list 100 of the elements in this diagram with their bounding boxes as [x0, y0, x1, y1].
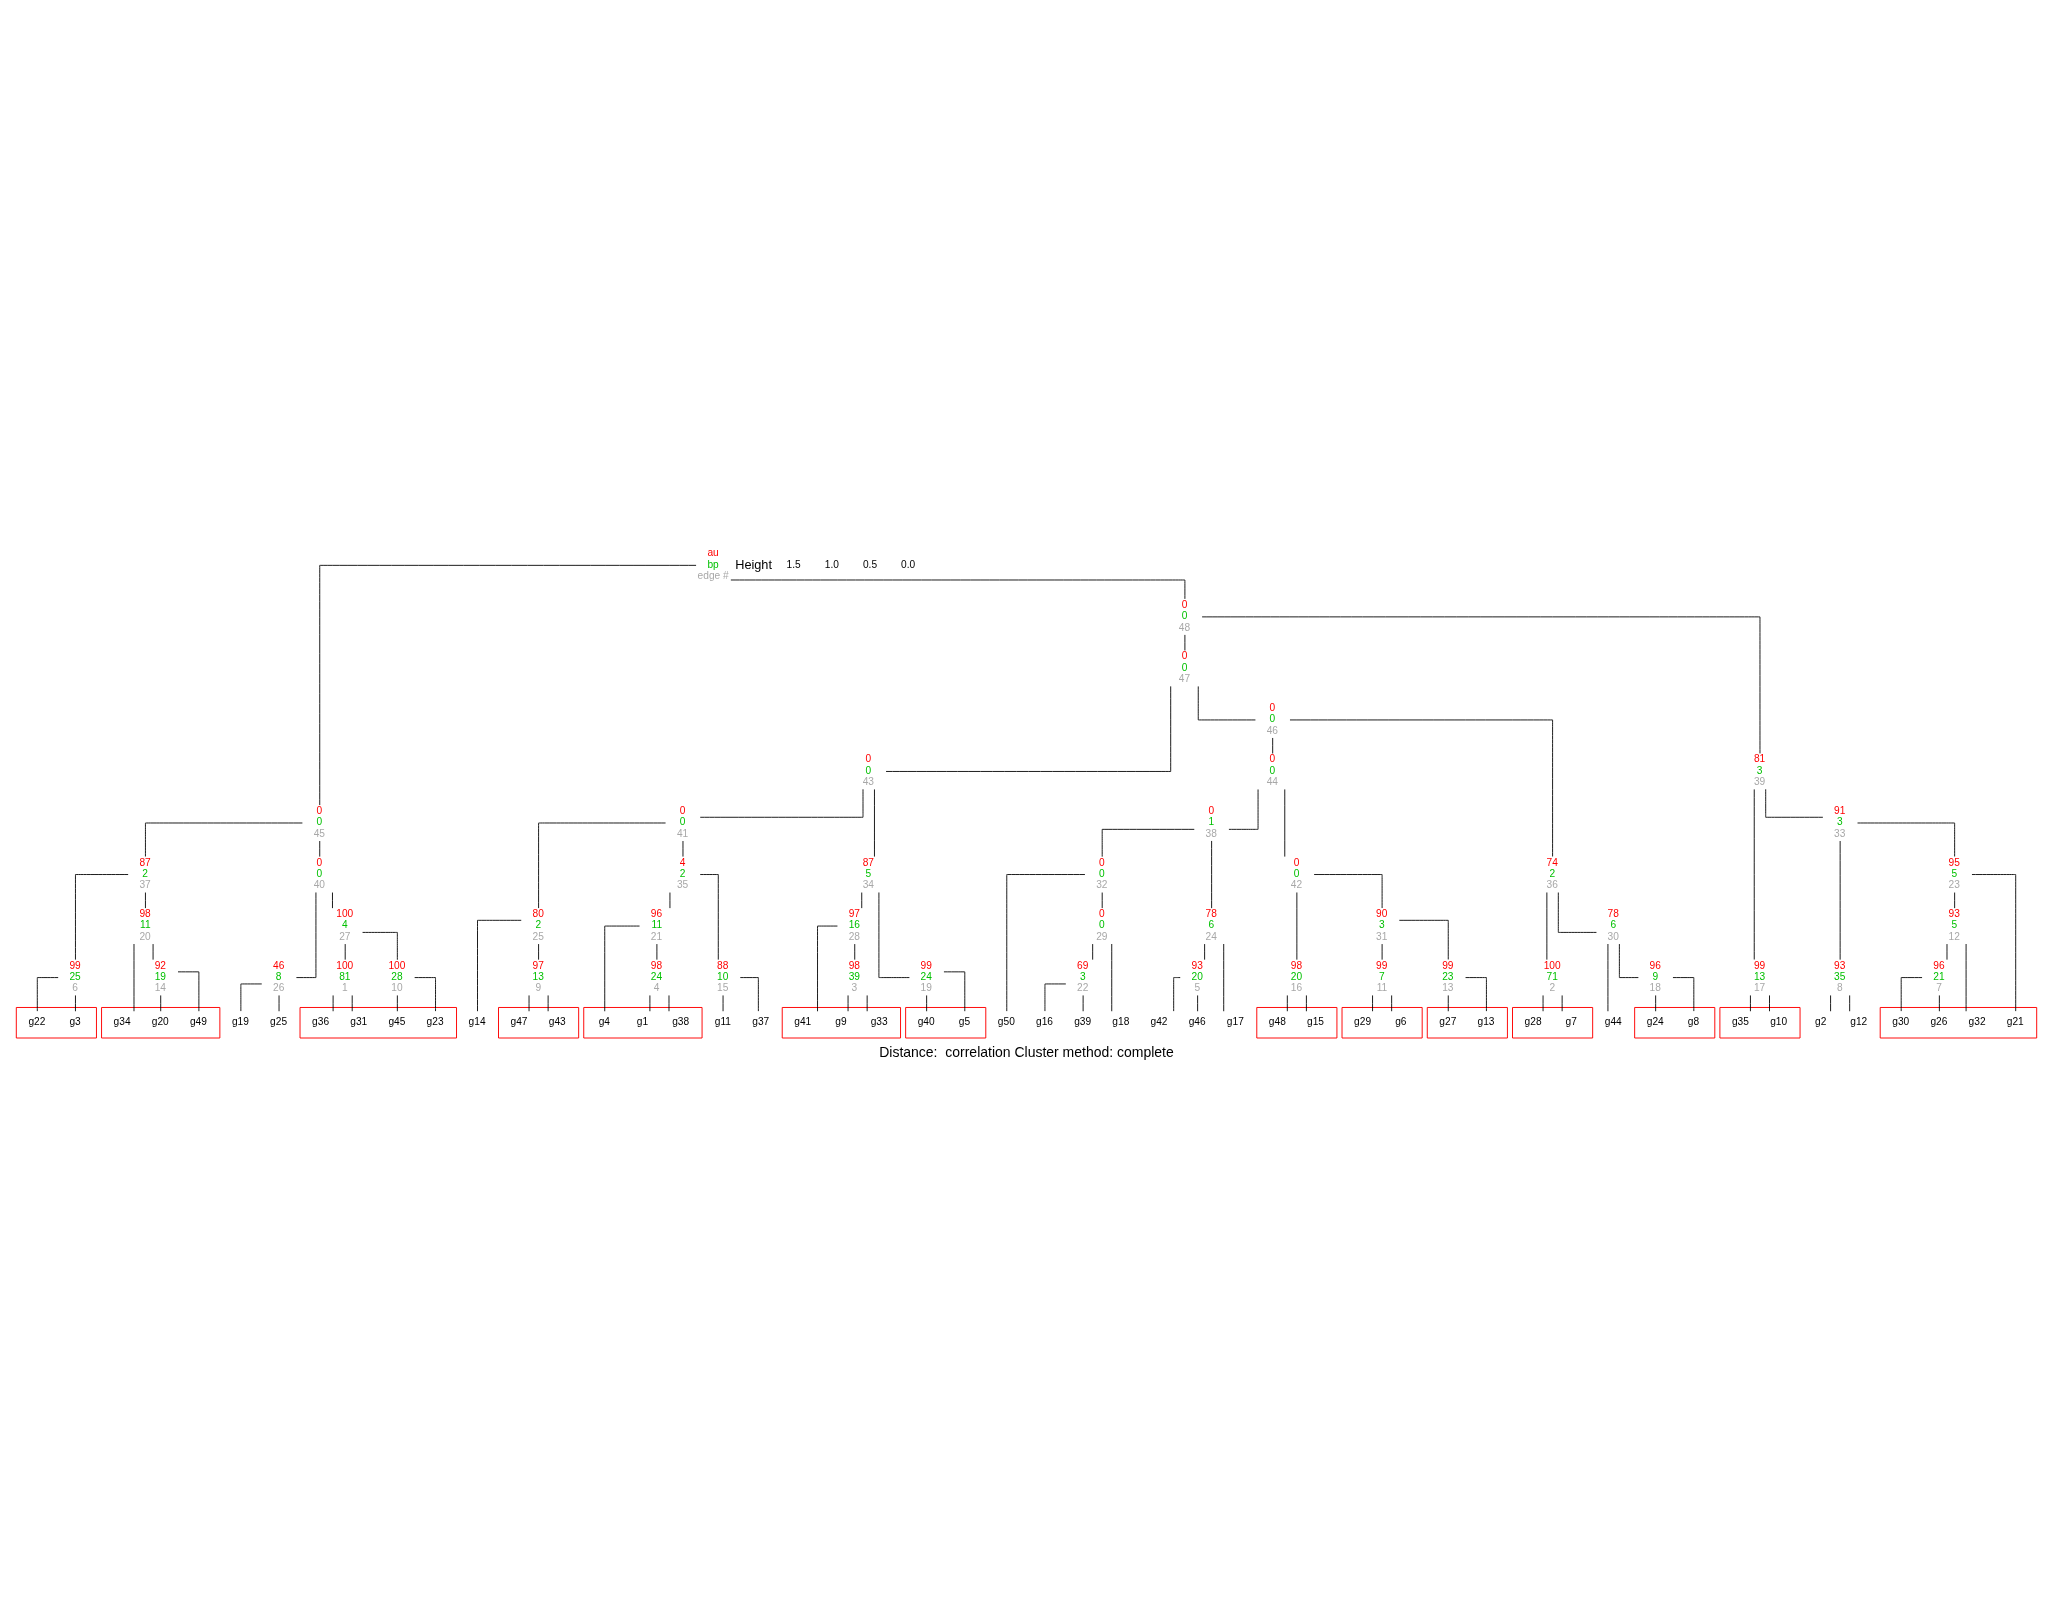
node-text: g26: [1930, 1016, 1948, 1028]
node-text: g22: [28, 1016, 46, 1028]
connector: [817, 925, 838, 1012]
node-text: 81 3 39: [1753, 753, 1766, 788]
connector: [1618, 943, 1639, 979]
node-text: g20: [151, 1016, 169, 1028]
node-text: g8: [1687, 1016, 1700, 1028]
node-text: g12: [1850, 1016, 1868, 1028]
node-text: 93 5 12: [1948, 908, 1960, 942]
cluster: [101, 1007, 221, 1039]
cluster: [1634, 1007, 1716, 1039]
connector: [477, 919, 522, 1012]
node-text: 95 5 23: [1948, 856, 1960, 891]
label: 1.5: [786, 558, 801, 570]
connector: [160, 995, 162, 1012]
node-text: 78 6 24: [1205, 908, 1217, 942]
node-text: 0 0 40: [313, 856, 325, 891]
node-text: g23: [426, 1016, 444, 1028]
connector: [861, 892, 863, 909]
connector: [1101, 828, 1195, 858]
label: Height: [735, 556, 772, 572]
cluster: [498, 1007, 580, 1039]
connector: [75, 995, 76, 1012]
node-text: 99 13 17: [1753, 959, 1766, 994]
node-text: 69 3 22: [1077, 959, 1089, 994]
connector: [1672, 977, 1695, 1012]
node-text: 87 2 37: [139, 856, 151, 891]
node-text: 99 24 19: [920, 959, 932, 994]
connector: [604, 925, 640, 1012]
cluster: [1512, 1007, 1594, 1039]
node-text: 74 2 36: [1546, 856, 1558, 891]
cluster: [1426, 1007, 1508, 1039]
connector: [538, 822, 666, 909]
node-text: g18: [1112, 1016, 1130, 1028]
connector: [1289, 719, 1554, 857]
node-text: 98 24 4: [650, 959, 663, 994]
node-text: 96 11 21: [650, 908, 663, 942]
node-text: 46 8 26: [272, 959, 285, 994]
connector: [1769, 995, 1770, 1012]
node-text: 93 20 5: [1191, 959, 1203, 994]
connector: [1765, 788, 1824, 818]
node-text: g30: [1892, 1016, 1910, 1028]
connector: [699, 788, 864, 818]
node-text: g31: [350, 1016, 368, 1028]
node-text: 0 0 42: [1290, 856, 1303, 891]
node-text: g42: [1150, 1016, 1168, 1028]
node-text: 100 81 1: [336, 959, 354, 994]
connector: [1750, 995, 1751, 1012]
connector: [319, 840, 321, 858]
connector: [878, 892, 910, 979]
node-text: 90 3 31: [1376, 908, 1388, 942]
node-text: g37: [752, 1016, 770, 1028]
connector: [396, 995, 398, 1012]
node-text: 0 0 43: [862, 753, 874, 788]
cluster: [905, 1007, 987, 1039]
connector: [854, 943, 856, 961]
node-text: g10: [1770, 1016, 1788, 1028]
connector: [1830, 995, 1832, 1012]
connector: [1857, 822, 1956, 857]
node-text: 88 10 15: [717, 959, 729, 994]
connector: [1197, 686, 1256, 721]
node-text: 0 0 41: [676, 804, 689, 839]
node-text: 99 23 13: [1442, 959, 1454, 994]
node-text: 99 7 11: [1376, 959, 1388, 994]
node-text: g4: [598, 1016, 610, 1028]
node-text: g47: [510, 1016, 528, 1028]
node-text: g9: [835, 1016, 847, 1028]
connector: [1228, 789, 1259, 830]
node-text: g2: [1815, 1016, 1827, 1028]
connector: [75, 874, 129, 961]
node-text: 92 19 14: [154, 959, 166, 994]
connector: [730, 579, 1186, 600]
node-text: 0 0 29: [1096, 908, 1108, 942]
node-text: g3: [69, 1016, 81, 1028]
node-text: 100 4 27: [336, 908, 354, 942]
node-text: g7: [1565, 1016, 1577, 1028]
cluster: [1879, 1007, 2038, 1039]
node-text: g25: [270, 1016, 288, 1028]
connector: [36, 977, 59, 1012]
node-text: g49: [189, 1016, 207, 1028]
label: 0.5: [862, 558, 878, 570]
connector: [362, 931, 398, 961]
node-text: 0 0 45: [313, 804, 325, 839]
node-text: g40: [917, 1016, 935, 1028]
node-text: g24: [1646, 1016, 1664, 1028]
node-text: 78 6 30: [1607, 908, 1619, 942]
node-text: 98 39 3: [848, 959, 860, 994]
connector: [414, 977, 436, 1012]
connector: [1313, 874, 1383, 909]
node-text: g16: [1036, 1016, 1053, 1028]
connector: [538, 943, 540, 961]
node-text: g14: [468, 1016, 486, 1028]
connector: [1900, 977, 1923, 1012]
connector: [1092, 943, 1094, 961]
connector: [1971, 874, 2017, 1012]
connector: [319, 564, 697, 806]
connector: [739, 977, 759, 1012]
connector: [874, 788, 875, 858]
node-text: g32: [1968, 1016, 1986, 1028]
node-text: g13: [1477, 1016, 1495, 1028]
